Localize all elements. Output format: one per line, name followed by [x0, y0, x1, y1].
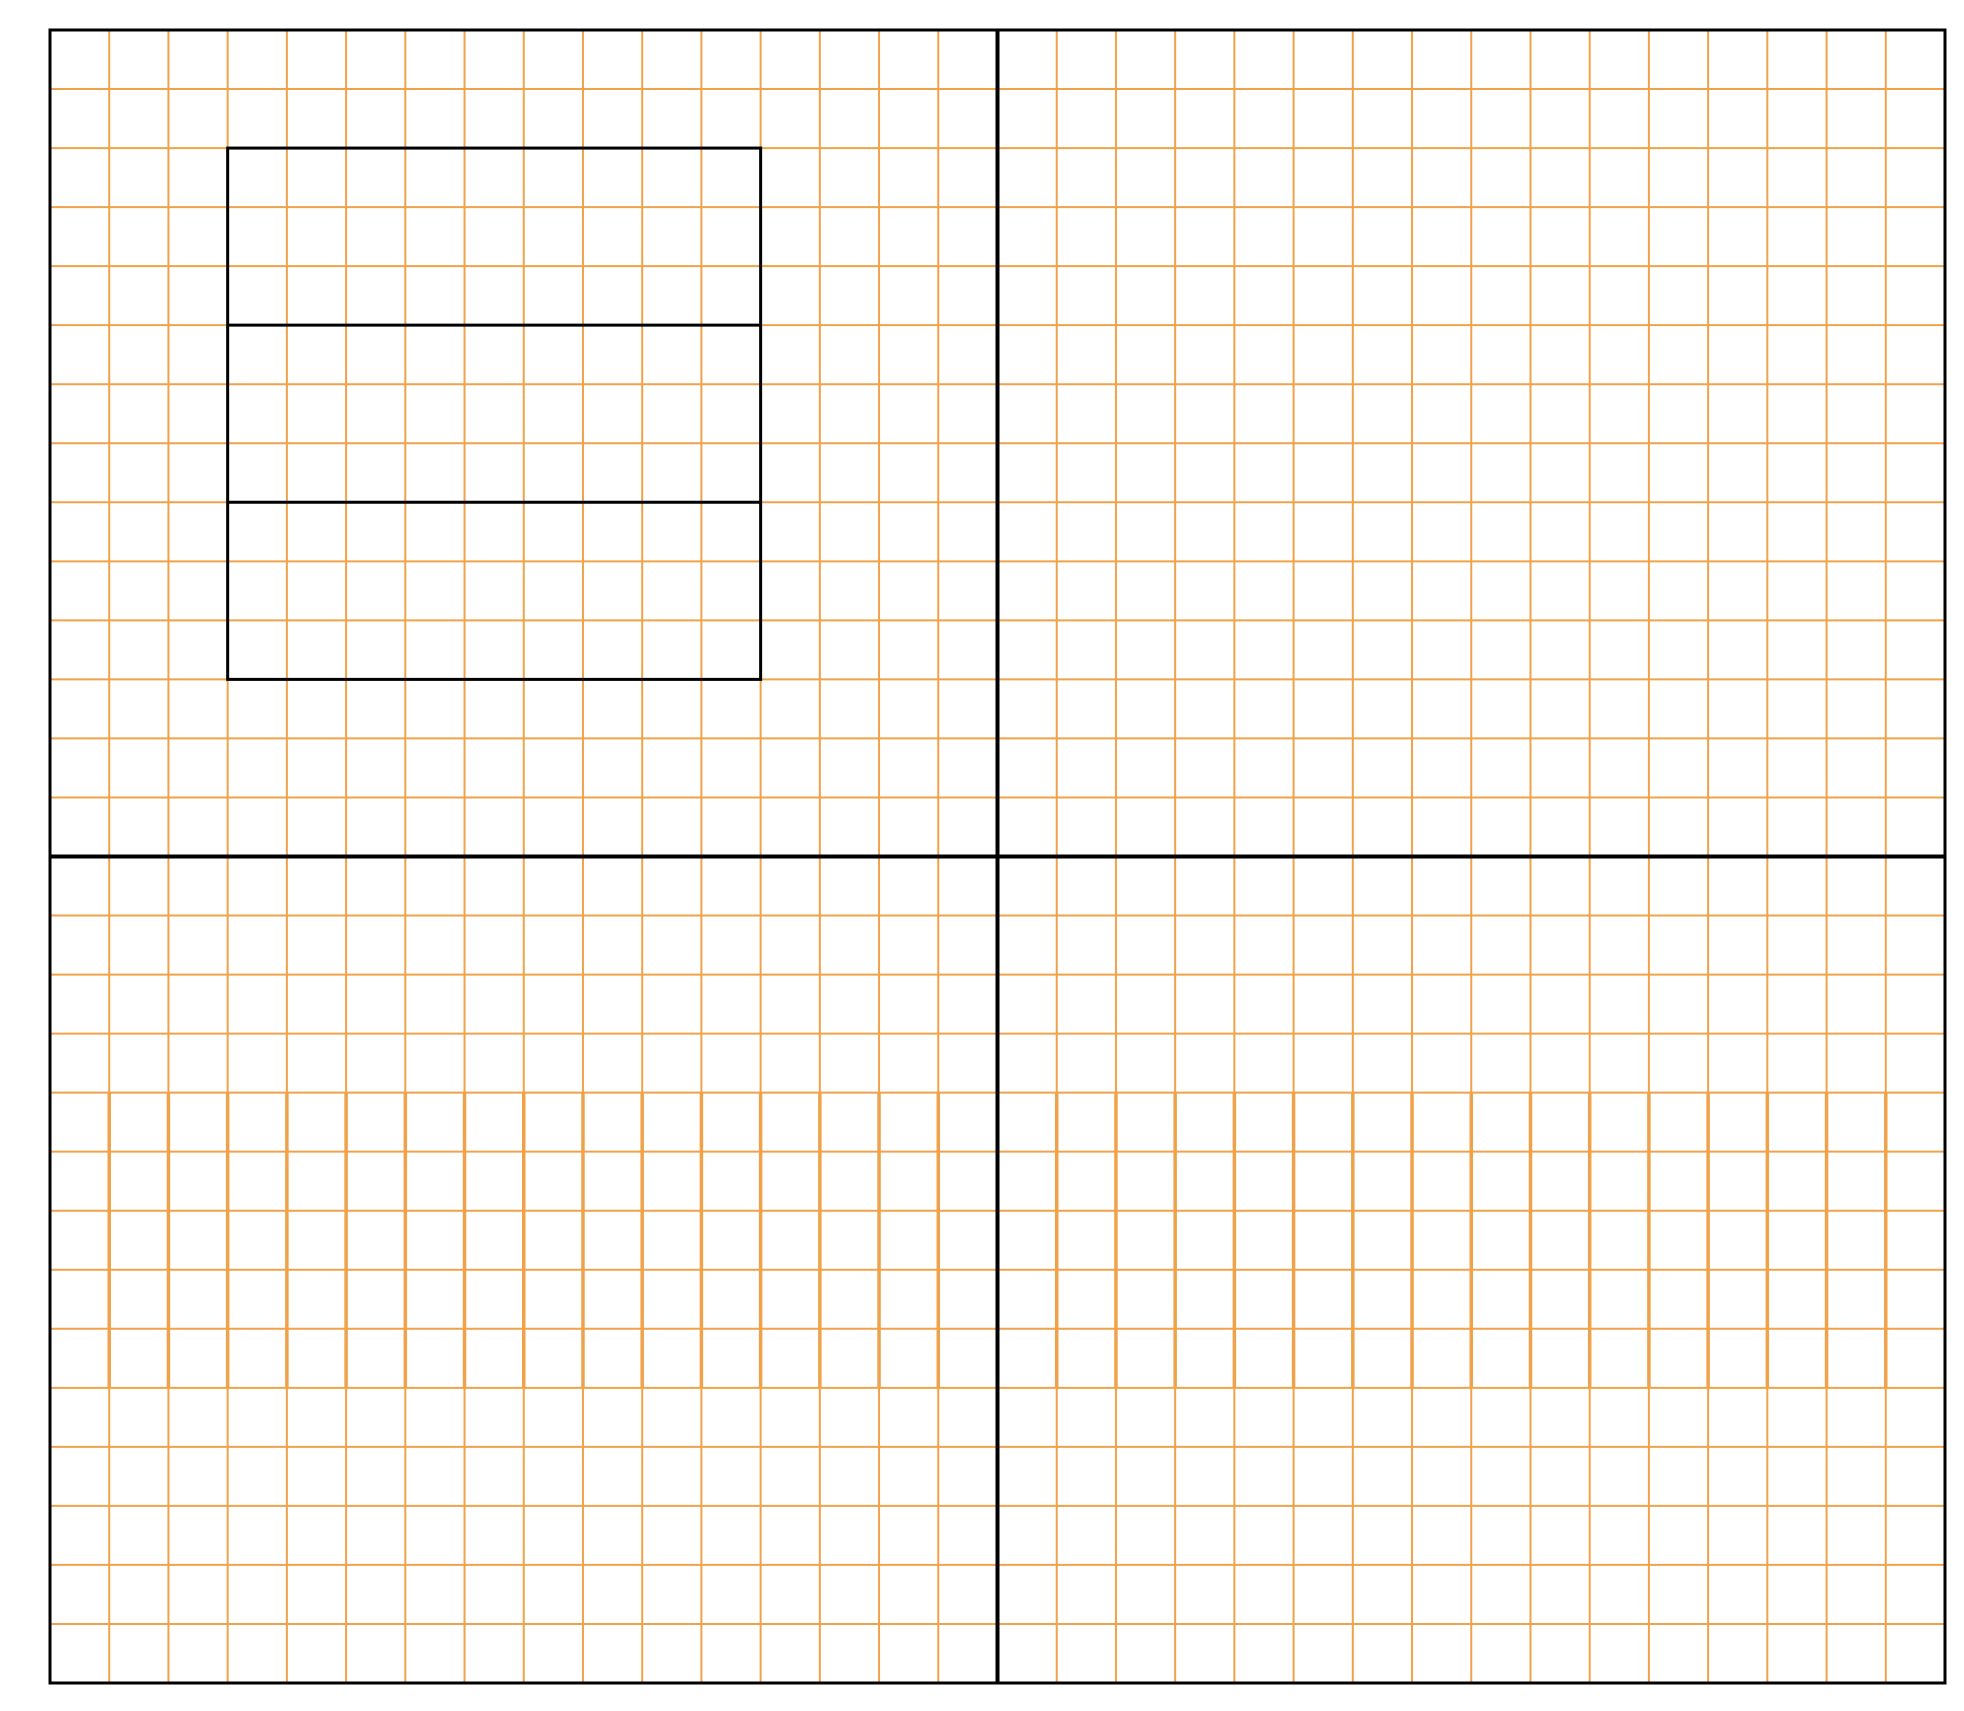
- divided-rectangle: [226, 146, 763, 681]
- rectangle-outline: [226, 146, 763, 681]
- bold-vertical-lines: [107, 1092, 1888, 1388]
